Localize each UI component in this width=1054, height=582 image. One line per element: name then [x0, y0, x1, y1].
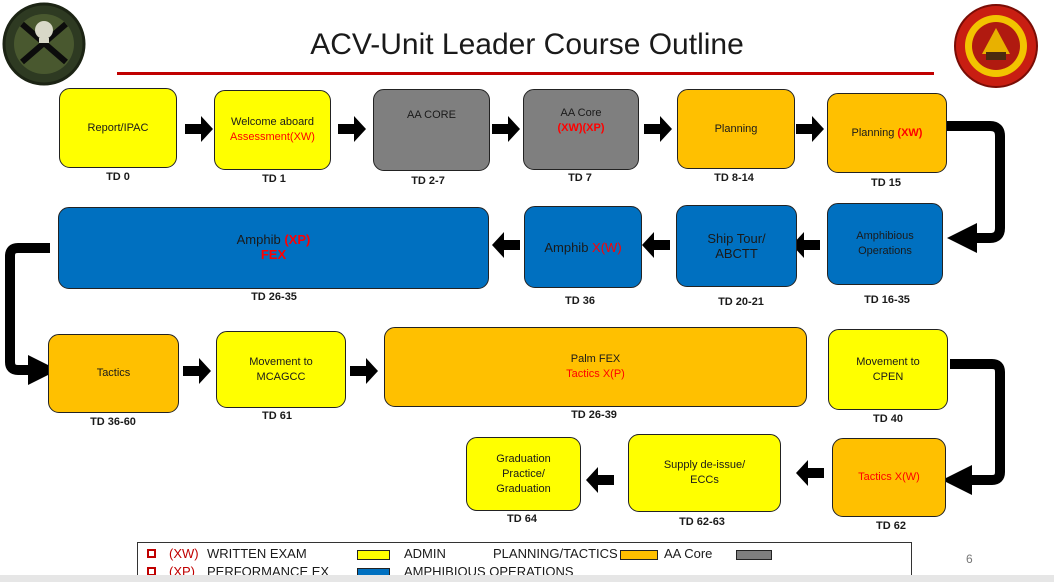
box-planning: Planning [677, 89, 795, 169]
box-label-exam: (XP) [284, 232, 311, 247]
td-label: TD 62-63 [679, 516, 725, 528]
td-label: TD 16-35 [864, 294, 910, 306]
box-supply-de-issue: Supply de-issue/ ECCs [628, 434, 781, 512]
box-palm-fex: Palm FEX Tactics X(P) [384, 327, 807, 407]
td-label: TD 64 [507, 513, 537, 525]
box-label: Amphibious [856, 230, 914, 242]
td-label: TD 26-39 [571, 409, 617, 421]
td-label: TD 20-21 [718, 296, 764, 308]
td-label: TD 26-35 [251, 291, 297, 303]
box-planning-exam: Planning (XW) [827, 93, 947, 173]
box-amphib-fex: Amphib (XP) FEX [58, 207, 489, 289]
td-label: TD 62 [876, 520, 906, 532]
box-label: Supply de-issue/ [663, 459, 746, 471]
right-training-command-seal [954, 4, 1038, 88]
checkbox-icon [147, 549, 156, 558]
box-label: Operations [858, 245, 912, 257]
legend-aacore-label: AA Core [664, 546, 713, 561]
box-label-exam: (XW) [897, 126, 923, 139]
box-tactics: Tactics [48, 334, 179, 413]
td-label: TD 1 [262, 173, 286, 185]
box-label: Palm FEX [570, 353, 621, 365]
box-label-text: Amphib [544, 239, 593, 255]
box-label-exam: Tactics X(P) [566, 368, 625, 380]
legend-swatch-admin [357, 550, 390, 560]
legend-swatch-aacore [736, 550, 772, 560]
bottom-bar [0, 575, 1054, 582]
box-label: CPEN [872, 370, 904, 383]
curved-connector [942, 359, 1005, 495]
left-unit-logo [2, 2, 86, 86]
td-label: TD 7 [568, 172, 592, 184]
box-label-fex: FEX [260, 247, 287, 262]
box-label-text: Planning [851, 126, 898, 139]
box-label-text: Amphib [236, 232, 285, 247]
legend-admin-label: ADMIN [404, 546, 446, 561]
box-label: Amphib X(W) [544, 240, 621, 255]
td-label: TD 2-7 [411, 175, 445, 187]
page-number: 6 [966, 552, 973, 566]
box-amphib-exam: Amphib X(W) [524, 206, 642, 288]
box-graduation: Graduation Practice/ Graduation [466, 437, 581, 511]
box-aa-core-exam: AA Core (XW)(XP) [523, 89, 639, 170]
curved-connector [5, 243, 58, 385]
box-movement-cpen: Movement to CPEN [828, 329, 948, 410]
td-label: TD 36 [565, 295, 595, 307]
curved-connector [946, 121, 1005, 253]
box-movement-mcagcc: Movement to MCAGCC [216, 331, 346, 408]
box-report-ipac: Report/IPAC [59, 88, 177, 168]
slide-title: ACV-Unit Leader Course Outline [310, 28, 744, 61]
box-label: Welcome aboard [231, 116, 314, 128]
box-label: AA CORE [407, 109, 456, 121]
box-label: Planning [714, 122, 758, 135]
arrow-right [183, 358, 378, 384]
td-label: TD 15 [871, 177, 901, 189]
box-label: Movement to [856, 355, 920, 368]
box-label: Planning (XW) [852, 126, 923, 141]
box-label: ABCTT [715, 246, 758, 261]
box-label: Graduation [496, 482, 551, 495]
box-welcome-aboard: Welcome aboard Assessment(XW) [214, 90, 331, 170]
td-label: TD 36-60 [90, 416, 136, 428]
td-label: TD 0 [106, 171, 130, 183]
box-ship-tour: Ship Tour/ ABCTT [676, 205, 797, 287]
legend-xw-label: WRITTEN EXAM [207, 546, 307, 561]
box-label: ECCs [690, 474, 719, 486]
box-label: Report/IPAC [87, 121, 149, 134]
box-label: Amphib (XP) [237, 232, 311, 247]
legend-xw-code: (XW) [169, 546, 199, 561]
legend-planning-label: PLANNING/TACTICS [493, 546, 618, 561]
title-underline [117, 72, 934, 75]
box-label: Practice/ [502, 467, 545, 480]
box-label: Graduation [496, 452, 551, 465]
box-label-exam: (XW)(XP) [557, 122, 605, 134]
legend-swatch-planning [620, 550, 658, 560]
box-label-exam: X(W) [592, 239, 622, 255]
arrow-right [185, 116, 824, 142]
box-label: AA Core [560, 107, 602, 119]
box-label: MCAGCC [256, 370, 306, 383]
td-label: TD 8-14 [714, 172, 754, 184]
box-label: Ship Tour/ [707, 231, 766, 246]
box-amphibious-operations: Amphibious Operations [827, 203, 943, 285]
td-label: TD 40 [873, 413, 903, 425]
box-label: Tactics [96, 367, 131, 379]
box-aa-core: AA CORE [373, 89, 490, 171]
box-label-exam: Tactics X(W) [858, 471, 920, 483]
arrow-left [586, 460, 824, 493]
box-label: Movement to [249, 355, 313, 368]
box-tactics-exam: Tactics X(W) [832, 438, 946, 517]
arrow-left [492, 232, 820, 258]
td-label: TD 61 [262, 410, 292, 422]
box-label-exam: Assessment(XW) [230, 131, 315, 143]
